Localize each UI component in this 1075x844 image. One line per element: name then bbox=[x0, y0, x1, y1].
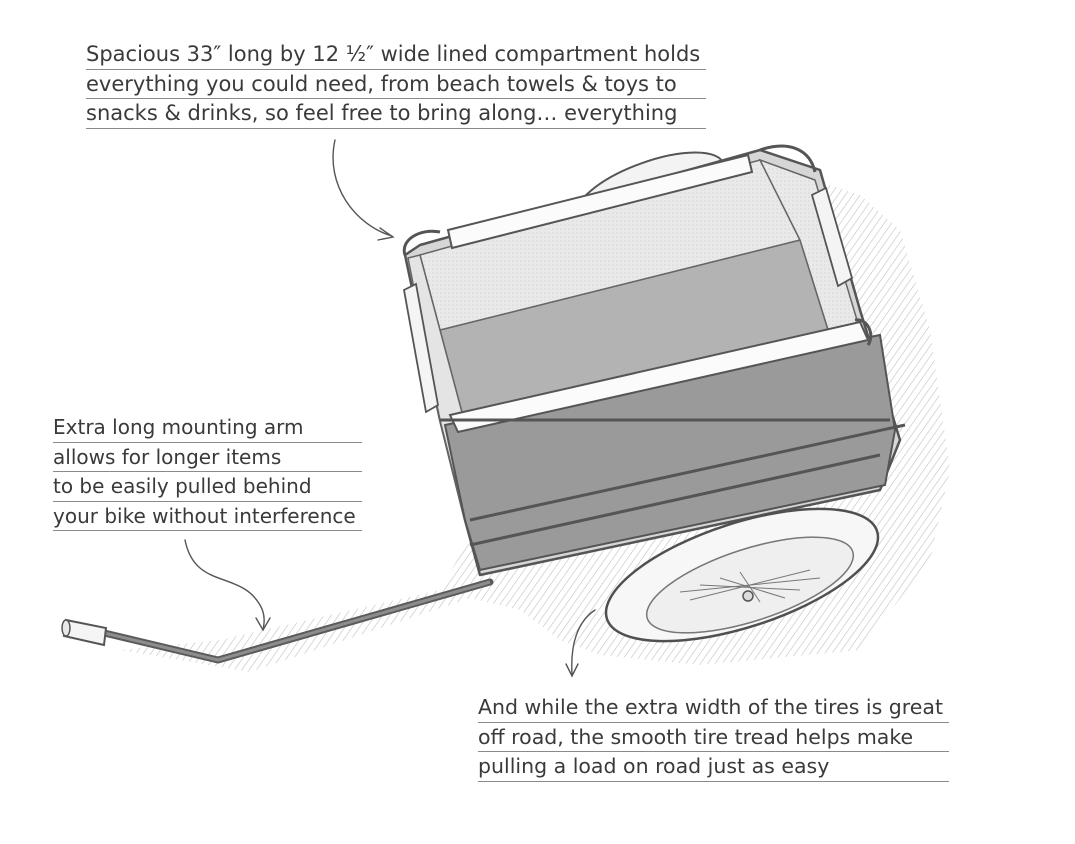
cargo-compartment bbox=[402, 144, 906, 577]
compartment-arrow-icon bbox=[332, 139, 393, 237]
compartment-annotation-line: snacks & drinks, so feel free to bring a… bbox=[86, 99, 707, 129]
arm-arrow-icon bbox=[184, 539, 265, 631]
front-wheel bbox=[604, 507, 880, 643]
mounting-arm-annotation-line: allows for longer items bbox=[53, 443, 362, 472]
tires-annotation-line: And while the extra width of the tires i… bbox=[478, 693, 949, 723]
mounting-arm bbox=[61, 578, 494, 664]
hitch-grip bbox=[61, 618, 108, 647]
compartment-annotation-line: Spacious 33″ long by 12 ½″ wide lined co… bbox=[86, 40, 707, 70]
pointer-arrows bbox=[184, 139, 596, 678]
mounting-arm-annotation-line: your bike without interference bbox=[53, 502, 362, 531]
tires-annotation-line: pulling a load on road just as easy bbox=[478, 752, 949, 782]
tires-annotation: And while the extra width of the tires i… bbox=[478, 693, 949, 782]
mounting-arm-annotation-line: to be easily pulled behind bbox=[53, 472, 362, 502]
mounting-arm-annotation-line: Extra long mounting arm bbox=[53, 413, 362, 443]
mounting-arm-annotation: Extra long mounting arm allows for longe… bbox=[53, 413, 362, 531]
tires-annotation-line: off road, the smooth tire tread helps ma… bbox=[478, 723, 949, 752]
tire-arrow-icon bbox=[571, 609, 596, 676]
compartment-annotation: Spacious 33″ long by 12 ½″ wide lined co… bbox=[86, 40, 707, 129]
compartment-annotation-line: everything you could need, from beach to… bbox=[86, 70, 707, 99]
